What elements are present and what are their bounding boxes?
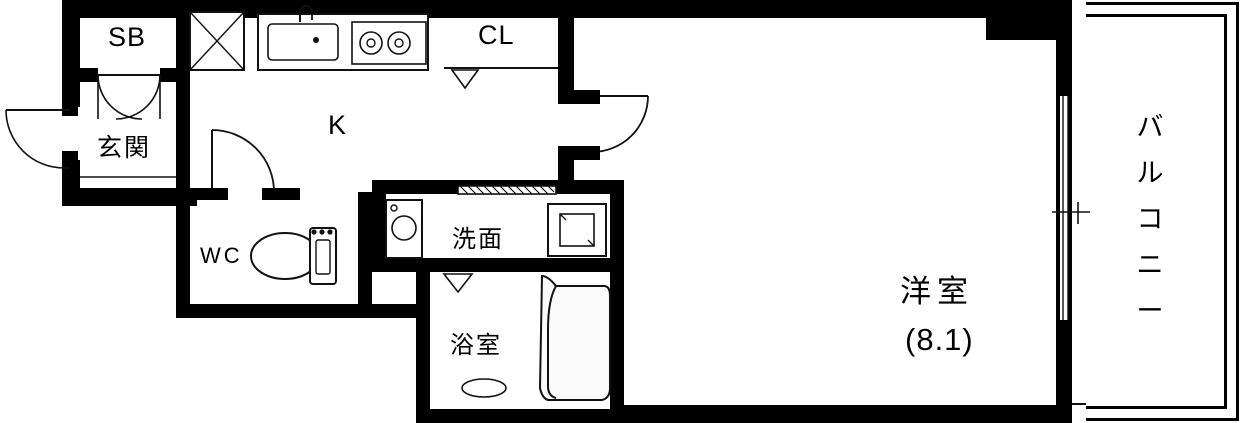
- wall-bath-bottom: [416, 409, 624, 423]
- balcony-rail-inner-bottom: [1086, 406, 1226, 409]
- room-label-genkan: 玄関: [97, 134, 152, 162]
- window-jamb-top: [1056, 88, 1072, 96]
- room-label-sb: SB: [108, 22, 147, 52]
- window-jamb-bottom: [1056, 320, 1072, 328]
- wall-genkan-kitchen-divider: [176, 0, 190, 206]
- room-label-wc: WC: [200, 243, 243, 268]
- wall-wc-right: [358, 192, 372, 314]
- balcony-rail-right: [1236, 2, 1239, 421]
- wall-sb-bottom2: [160, 68, 178, 82]
- wall-genkan-bottom: [62, 188, 197, 206]
- wall-washroom-left: [372, 180, 386, 272]
- wall-right-unit: [1056, 0, 1072, 423]
- wall-wc-left: [176, 192, 190, 318]
- balcony-char-5: ー: [1136, 296, 1166, 326]
- room-label-bath: 浴室: [450, 332, 502, 359]
- wall-washbath-divider: [386, 258, 624, 272]
- balcony-rail-inner-top2: [1086, 14, 1226, 17]
- wall-wc-bottom: [176, 304, 416, 318]
- wall-sb-bottom: [80, 68, 98, 82]
- wall-top: [62, 0, 1002, 18]
- wall-washroom-top: [372, 180, 624, 194]
- wall-left-upper: [62, 0, 80, 107]
- balcony-rail-top: [1086, 2, 1239, 5]
- room-label-balcony: バ ル コ ニ ー: [1128, 104, 1174, 334]
- wall-bath-right: [610, 180, 624, 423]
- balcony-char-1: バ: [1136, 112, 1166, 142]
- room-label-cl: CL: [478, 20, 515, 50]
- wall-bath-left: [416, 258, 430, 423]
- balcony-char-3: コ: [1136, 204, 1166, 234]
- balcony-rail-inner-top: [1224, 14, 1227, 409]
- room-label-western-room: 洋室: [900, 274, 974, 309]
- balcony-char-2: ル: [1136, 158, 1166, 188]
- room-area-western-room: (8.1): [905, 322, 974, 357]
- wall-kitchen-room-divider-upper: [558, 0, 574, 104]
- room-label-washroom: 洗面: [452, 226, 504, 253]
- balcony-rail-bottom: [1086, 418, 1239, 421]
- wall-kitchen-room-divider-lower: [558, 152, 574, 194]
- balcony-char-4: ニ: [1136, 250, 1166, 280]
- room-label-kitchen: K: [328, 110, 347, 140]
- wall-room-bottom: [610, 405, 1062, 423]
